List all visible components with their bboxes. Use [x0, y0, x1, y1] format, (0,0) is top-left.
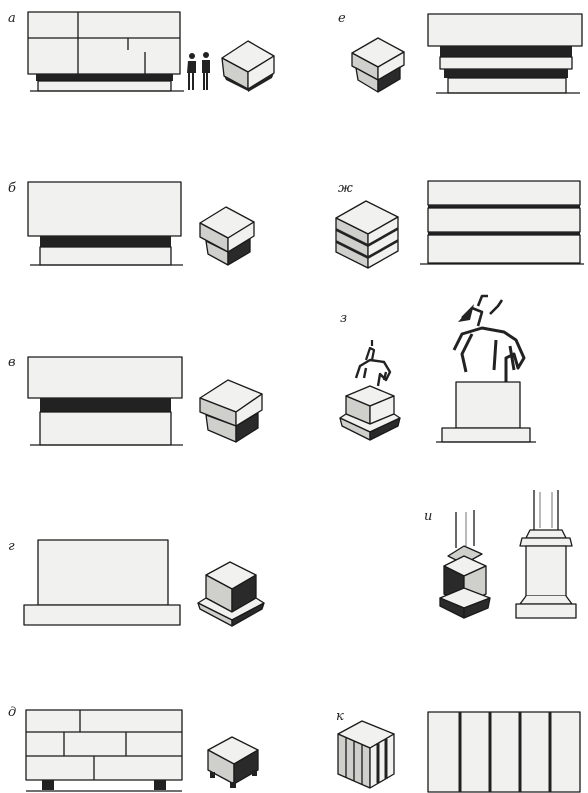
- variant-v-elevation: [28, 357, 183, 445]
- variant-zh: ж: [336, 181, 584, 268]
- variant-d: д: [8, 705, 258, 791]
- variant-a: а: [8, 11, 274, 92]
- label-a: а: [8, 11, 16, 26]
- variant-g: г: [8, 539, 264, 626]
- variant-a-cube: [222, 41, 274, 92]
- variant-b-cube: [200, 207, 254, 265]
- label-g: г: [8, 539, 15, 554]
- label-v: в: [8, 355, 16, 370]
- variant-a-elevation: [28, 12, 184, 91]
- label-k: к: [336, 709, 344, 724]
- equestrian-statue-icon: [340, 340, 400, 440]
- variant-b-elevation: [28, 182, 183, 265]
- variant-zh-elevation: [420, 181, 584, 264]
- variant-zh-cube: [336, 201, 398, 268]
- variant-k-elevation: [428, 712, 580, 792]
- variant-k-cube: [338, 721, 394, 788]
- label-z: з: [340, 311, 347, 326]
- column-base-icon: [440, 510, 490, 618]
- variant-d-cube: [208, 737, 258, 788]
- variant-i: и: [424, 490, 576, 618]
- label-zh: ж: [338, 181, 353, 196]
- label-d: д: [8, 705, 16, 720]
- label-i: и: [424, 509, 432, 524]
- label-e: е: [338, 11, 346, 26]
- variant-k: к: [336, 709, 580, 792]
- variant-e-elevation: [428, 14, 582, 93]
- variant-b: б: [8, 181, 254, 265]
- variant-v: в: [8, 355, 262, 445]
- variant-d-elevation: [26, 710, 182, 791]
- variant-e-cube: [352, 38, 404, 92]
- variant-g-elevation: [24, 540, 180, 625]
- variant-g-cube: [198, 562, 264, 626]
- variant-v-cube: [200, 380, 262, 442]
- equestrian-statue-large: [436, 296, 536, 442]
- column-base-elevation: [516, 490, 576, 618]
- variant-e: е: [338, 11, 582, 93]
- label-b: б: [8, 181, 16, 196]
- human-figures-icon: [187, 52, 210, 90]
- variant-z: з: [340, 296, 536, 442]
